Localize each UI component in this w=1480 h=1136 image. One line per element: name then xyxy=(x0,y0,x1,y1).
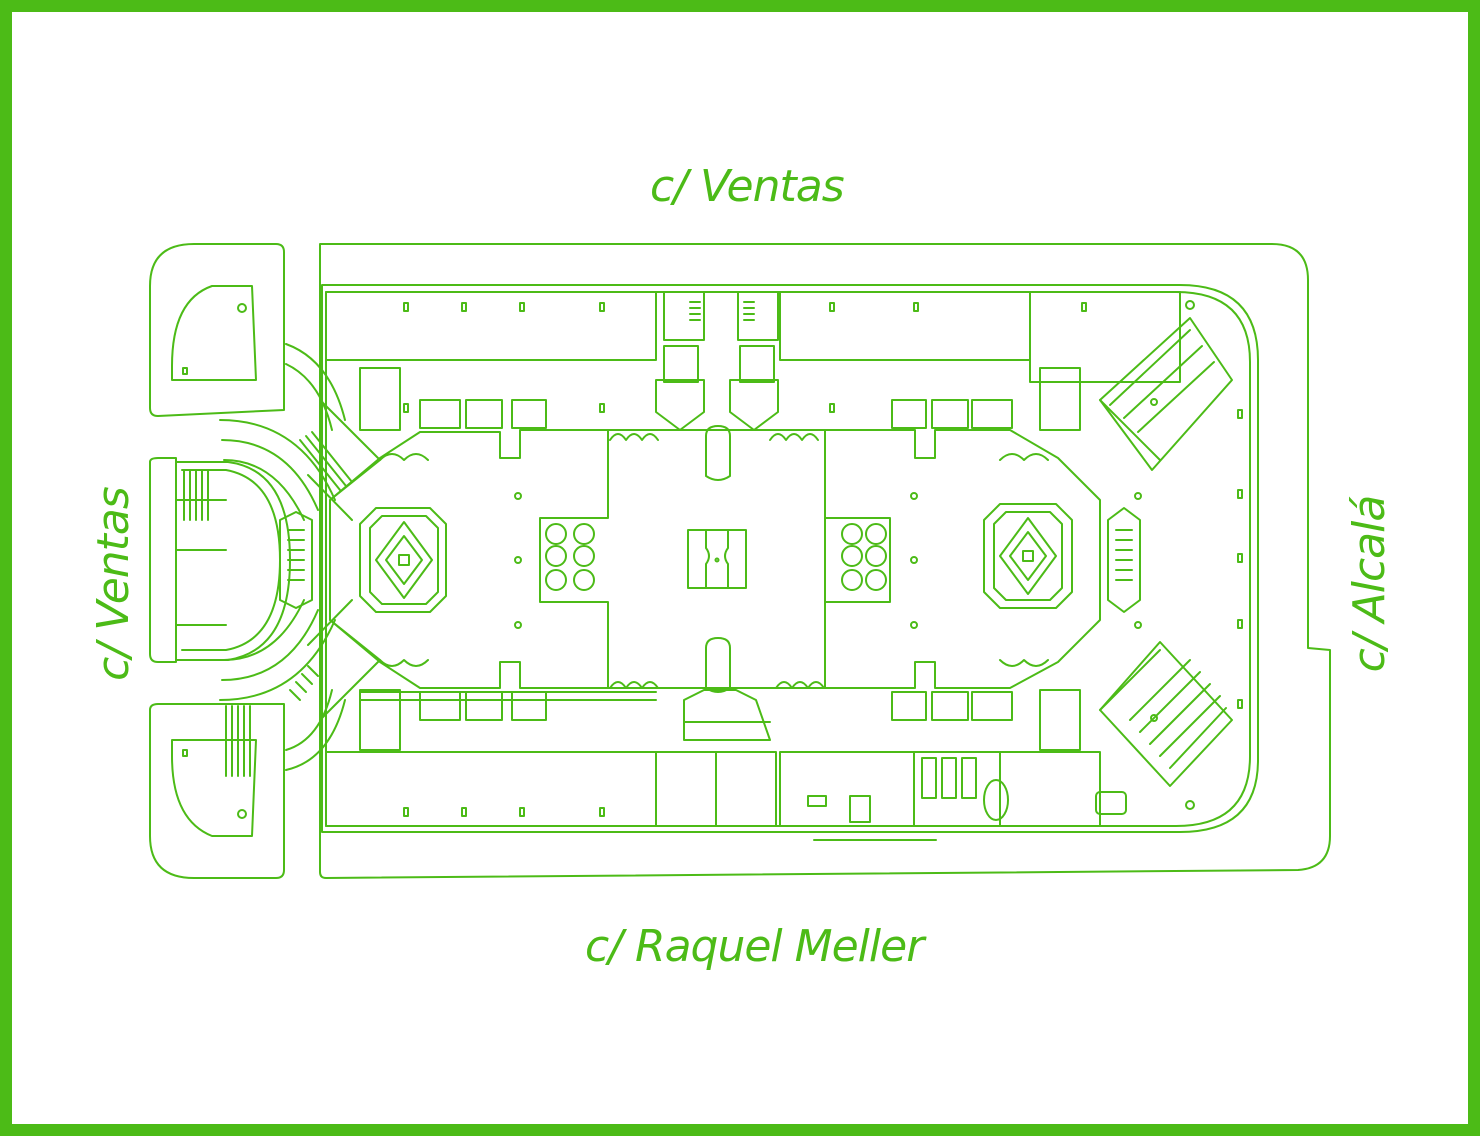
street-label-east: c/ Alcalá xyxy=(1344,495,1395,673)
west-court xyxy=(360,508,446,612)
east-galleries xyxy=(1100,318,1232,786)
central-halls xyxy=(330,430,1100,688)
curved-stairs xyxy=(220,344,352,776)
south-east-furniture xyxy=(808,758,1126,840)
column-dots xyxy=(238,301,1194,818)
passages xyxy=(380,434,1048,688)
street-label-north: c/ Ventas xyxy=(650,161,845,212)
east-court xyxy=(984,504,1072,608)
small-rooms xyxy=(360,400,1012,720)
columns xyxy=(183,303,1242,816)
block-outline xyxy=(150,244,1330,878)
street-label-south: c/ Raquel Meller xyxy=(585,921,924,972)
center-feature xyxy=(688,530,746,588)
street-label-west: c/ Ventas xyxy=(88,487,139,681)
stair-cores xyxy=(184,368,1140,750)
service-cores xyxy=(656,292,778,740)
perimeter-rooms xyxy=(326,292,1180,826)
